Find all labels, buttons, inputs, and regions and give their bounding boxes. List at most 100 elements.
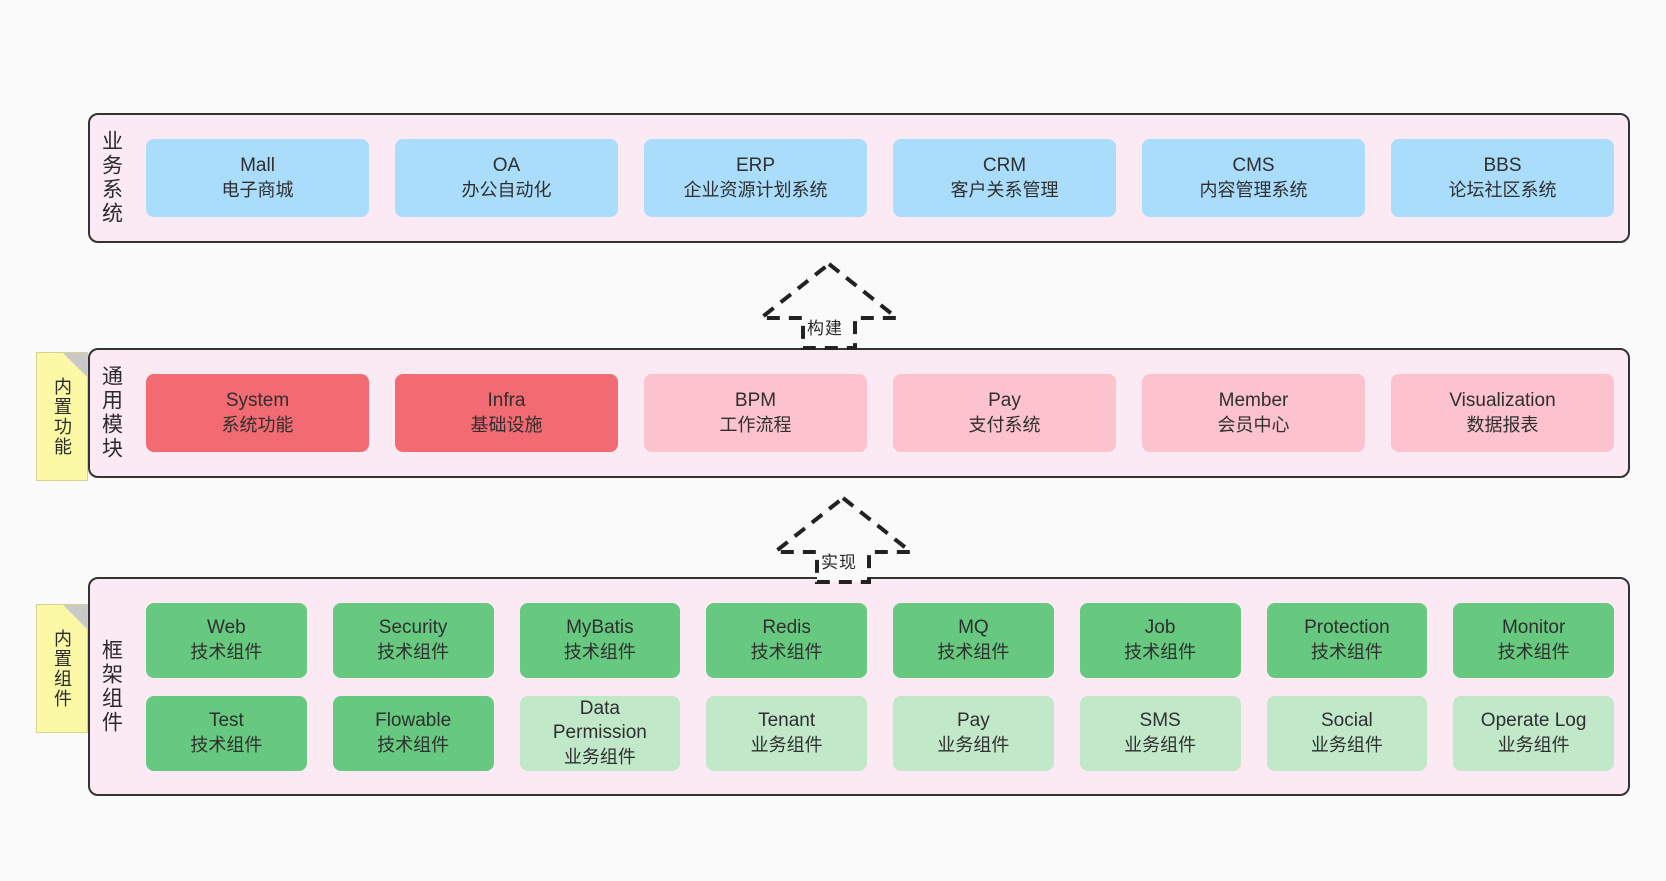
- card-operate-log[interactable]: Operate Log 业务组件: [1453, 695, 1614, 771]
- card-title: Web: [207, 617, 246, 639]
- card-subtitle: 技术组件: [1124, 641, 1197, 662]
- card-sms[interactable]: SMS 业务组件: [1079, 695, 1241, 771]
- card-title: Pay: [988, 390, 1021, 412]
- card-visualization[interactable]: Visualization 数据报表: [1391, 374, 1614, 452]
- connector-build-label: 构建: [807, 319, 843, 338]
- card-title: Test: [208, 710, 244, 732]
- card-title: Member: [1218, 390, 1289, 412]
- card-erp[interactable]: ERP 企业资源计划系统: [644, 139, 867, 217]
- layer-common-modules[interactable]: 通用模块 System 系统功能 Infra 基础设施 BPM 工作流程 Pay…: [88, 348, 1630, 478]
- card-subtitle: 会员中心: [1217, 414, 1290, 435]
- card-row-business: Test 技术组件 Flowable 技术组件 Data Permission …: [146, 695, 1614, 771]
- card-test[interactable]: Test 技术组件: [146, 695, 307, 771]
- card-title: Redis: [762, 617, 811, 639]
- card-cms[interactable]: CMS 内容管理系统: [1142, 139, 1365, 217]
- card-title: ERP: [735, 155, 776, 177]
- card-subtitle: 论坛社区系统: [1448, 179, 1557, 200]
- card-subtitle: 业务组件: [937, 734, 1010, 755]
- card-monitor[interactable]: Monitor 技术组件: [1453, 602, 1614, 678]
- card-subtitle: 技术组件: [377, 641, 450, 662]
- card-subtitle: 支付系统: [968, 414, 1041, 435]
- card-infra[interactable]: Infra 基础设施: [395, 374, 618, 452]
- connector-implement-label: 实现: [821, 553, 857, 572]
- card-bbs[interactable]: BBS 论坛社区系统: [1391, 139, 1614, 217]
- card-title: MQ: [958, 617, 989, 639]
- card-oa[interactable]: OA 办公自动化: [395, 139, 618, 217]
- card-subtitle: 技术组件: [1310, 641, 1383, 662]
- card-pay-component[interactable]: Pay 业务组件: [893, 695, 1054, 771]
- card-title: Pay: [957, 710, 990, 732]
- card-title: Security: [378, 617, 448, 639]
- card-title: BBS: [1483, 155, 1522, 177]
- card-title: System: [225, 390, 290, 412]
- card-subtitle: 业务组件: [750, 734, 823, 755]
- card-subtitle: 系统功能: [221, 414, 294, 435]
- card-mq[interactable]: MQ 技术组件: [893, 602, 1054, 678]
- card-subtitle: 办公自动化: [461, 179, 552, 200]
- connector-implement: 实现: [768, 492, 918, 584]
- card-subtitle: 基础设施: [470, 414, 543, 435]
- sticky-note-builtin-component[interactable]: 内置组件: [36, 604, 88, 733]
- card-data-permission[interactable]: Data Permission 业务组件: [519, 695, 681, 771]
- card-mybatis[interactable]: MyBatis 技术组件: [519, 602, 681, 678]
- layer-business-system[interactable]: 业务系统 Mall 电子商城 OA 办公自动化 ERP 企业资源计划系统 CRM…: [88, 113, 1630, 243]
- card-subtitle: 技术组件: [750, 641, 823, 662]
- card-title: Monitor: [1501, 617, 1566, 639]
- card-subtitle: 技术组件: [1497, 641, 1570, 662]
- card-title: Data Permission: [552, 698, 647, 744]
- card-system[interactable]: System 系统功能: [146, 374, 369, 452]
- card-web[interactable]: Web 技术组件: [146, 602, 307, 678]
- card-subtitle: 客户关系管理: [950, 179, 1059, 200]
- note-fold-corner-icon: [63, 605, 87, 629]
- layer-common-modules-body: System 系统功能 Infra 基础设施 BPM 工作流程 Pay 支付系统…: [132, 350, 1628, 476]
- card-subtitle: 业务组件: [1497, 734, 1570, 755]
- card-subtitle: 业务组件: [1310, 734, 1383, 755]
- sticky-note-builtin-function[interactable]: 内置功能: [36, 352, 88, 481]
- card-subtitle: 技术组件: [377, 734, 450, 755]
- card-subtitle: 电子商城: [221, 179, 294, 200]
- generalization-arrow-icon: [769, 495, 917, 584]
- card-row-tech: Web 技术组件 Security 技术组件 MyBatis 技术组件 Redi…: [146, 602, 1614, 678]
- card-title: Operate Log: [1480, 710, 1587, 732]
- card-flowable[interactable]: Flowable 技术组件: [332, 695, 494, 771]
- card-protection[interactable]: Protection 技术组件: [1266, 602, 1428, 678]
- card-member[interactable]: Member 会员中心: [1142, 374, 1365, 452]
- card-subtitle: 业务组件: [563, 746, 636, 767]
- layer-common-modules-label: 通用模块: [99, 365, 123, 461]
- card-subtitle: 工作流程: [719, 414, 792, 435]
- note-fold-corner-icon: [63, 353, 87, 377]
- card-title: SMS: [1139, 710, 1181, 732]
- card-social[interactable]: Social 业务组件: [1266, 695, 1428, 771]
- card-tenant[interactable]: Tenant 业务组件: [706, 695, 867, 771]
- card-bpm[interactable]: BPM 工作流程: [644, 374, 867, 452]
- card-title: Mall: [240, 155, 275, 177]
- layer-framework-components[interactable]: 框架组件 Web 技术组件 Security 技术组件 MyBatis 技术组件…: [88, 577, 1630, 796]
- sticky-note-text: 内置功能: [52, 376, 72, 457]
- card-mall[interactable]: Mall 电子商城: [146, 139, 369, 217]
- card-row: System 系统功能 Infra 基础设施 BPM 工作流程 Pay 支付系统…: [146, 374, 1614, 452]
- layer-framework-components-body: Web 技术组件 Security 技术组件 MyBatis 技术组件 Redi…: [132, 579, 1628, 794]
- card-subtitle: 技术组件: [563, 641, 636, 662]
- card-title: OA: [492, 155, 521, 177]
- card-redis[interactable]: Redis 技术组件: [706, 602, 867, 678]
- card-subtitle: 技术组件: [937, 641, 1010, 662]
- card-title: Flowable: [375, 710, 452, 732]
- card-subtitle: 业务组件: [1124, 734, 1197, 755]
- card-title: Social: [1321, 710, 1373, 732]
- connector-build: 构建: [754, 258, 904, 350]
- card-subtitle: 数据报表: [1466, 414, 1539, 435]
- card-title: Visualization: [1449, 390, 1556, 412]
- card-job[interactable]: Job 技术组件: [1079, 602, 1241, 678]
- card-security[interactable]: Security 技术组件: [332, 602, 494, 678]
- card-title: Protection: [1304, 617, 1390, 639]
- layer-business-system-label: 业务系统: [99, 130, 123, 226]
- card-title: CRM: [982, 155, 1027, 177]
- card-title: MyBatis: [566, 617, 634, 639]
- card-title: Job: [1144, 617, 1176, 639]
- card-subtitle: 技术组件: [190, 641, 263, 662]
- card-pay-module[interactable]: Pay 支付系统: [893, 374, 1116, 452]
- card-crm[interactable]: CRM 客户关系管理: [893, 139, 1116, 217]
- card-title: CMS: [1232, 155, 1275, 177]
- card-row: Mall 电子商城 OA 办公自动化 ERP 企业资源计划系统 CRM 客户关系…: [146, 139, 1614, 217]
